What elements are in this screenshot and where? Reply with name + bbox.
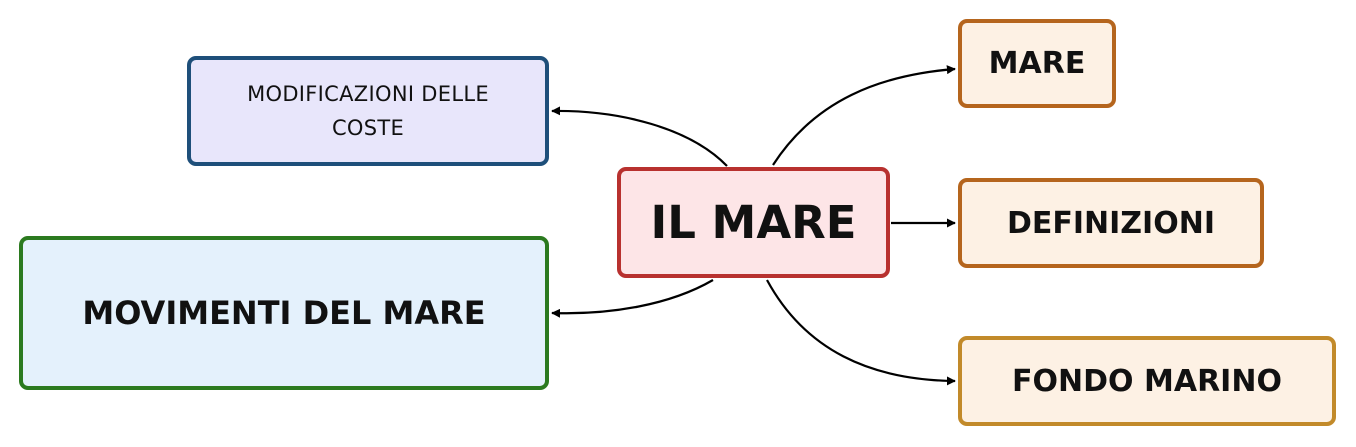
branch-node-label: MOVIMENTI DEL MARE [82,294,486,332]
edge-center-to-coste [551,106,728,167]
branch-node-label: FONDO MARINO [1012,363,1282,399]
branch-node-fondo-marino: FONDO MARINO [958,336,1336,426]
branch-node-definizioni: DEFINIZIONI [958,178,1264,268]
branch-node-movimenti-del-mare: MOVIMENTI DEL MARE [19,236,549,390]
branch-node-modificazioni-coste: MODIFICAZIONI DELLE COSTE [187,56,549,166]
branch-node-mare: MARE [958,19,1116,108]
center-node-label: IL MARE [650,196,857,249]
edge-center-to-movimenti [551,279,714,318]
branch-node-label: DEFINIZIONI [1006,205,1215,241]
branch-node-label: MARE [988,46,1086,81]
branch-node-label: MODIFICAZIONI DELLE COSTE [247,82,489,140]
edge-center-to-mare [772,65,956,166]
edge-center-to-fondo [766,279,956,386]
center-node: IL MARE [617,167,890,278]
